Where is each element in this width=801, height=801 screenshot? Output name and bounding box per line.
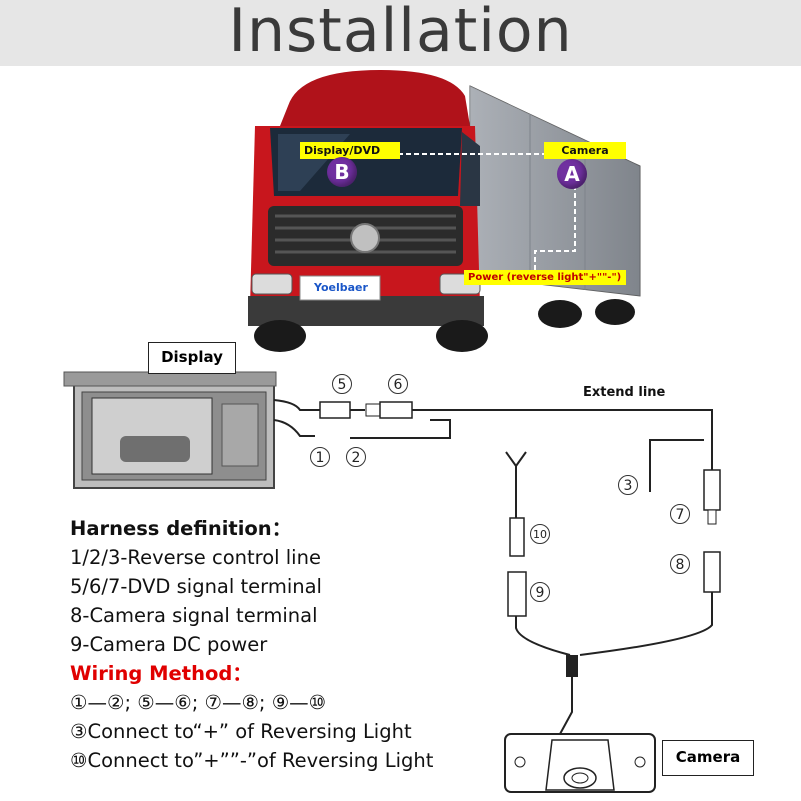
header-banner <box>0 0 801 66</box>
wiring-line-2: ③Connect to“+” of Reversing Light <box>70 720 412 743</box>
terminal-3: 3 <box>618 475 638 495</box>
camera-tag: Camera <box>544 142 626 159</box>
marker-a: A <box>557 159 587 189</box>
power-tag: Power (reverse light"+""-") <box>464 270 626 285</box>
marker-b: B <box>327 157 357 187</box>
harness-line-1: 1/2/3-Reverse control line <box>70 546 321 569</box>
brand-plate: Yoelbaer <box>314 281 368 294</box>
harness-line-2: 5/6/7-DVD signal terminal <box>70 575 322 598</box>
terminal-2: 2 <box>346 447 366 467</box>
camera-label: Camera <box>662 740 754 776</box>
harness-title: Harness definition： <box>70 517 292 540</box>
terminal-9: 9 <box>530 582 550 602</box>
terminal-8: 8 <box>670 554 690 574</box>
page-title: Installation <box>228 0 573 66</box>
truck-illustration: Display/DVD Camera Power (reverse light"… <box>230 66 650 356</box>
terminal-6: 6 <box>388 374 408 394</box>
terminal-5: 5 <box>332 374 352 394</box>
wiring-line-1: ①—②; ⑤—⑥; ⑦—⑧; ⑨—⑩ <box>70 691 327 714</box>
wiring-line-3: ⑩Connect to”+””-”of Reversing Light <box>70 749 434 772</box>
terminal-7: 7 <box>670 504 690 524</box>
camera-unit <box>504 733 656 793</box>
wiring-title: Wiring Method： <box>70 662 252 685</box>
display-label: Display <box>148 342 236 374</box>
extend-line-label: Extend line <box>583 385 666 400</box>
truck-drawing <box>248 70 641 352</box>
terminal-1: 1 <box>310 447 330 467</box>
harness-line-3: 8-Camera signal terminal <box>70 604 318 627</box>
display-dvd-tag: Display/DVD <box>300 142 400 159</box>
harness-line-4: 9-Camera DC power <box>70 633 268 656</box>
harness-info: Harness definition： 1/2/3-Reverse contro… <box>70 514 510 775</box>
terminal-10: 10 <box>530 524 550 544</box>
display-unit <box>63 371 277 489</box>
